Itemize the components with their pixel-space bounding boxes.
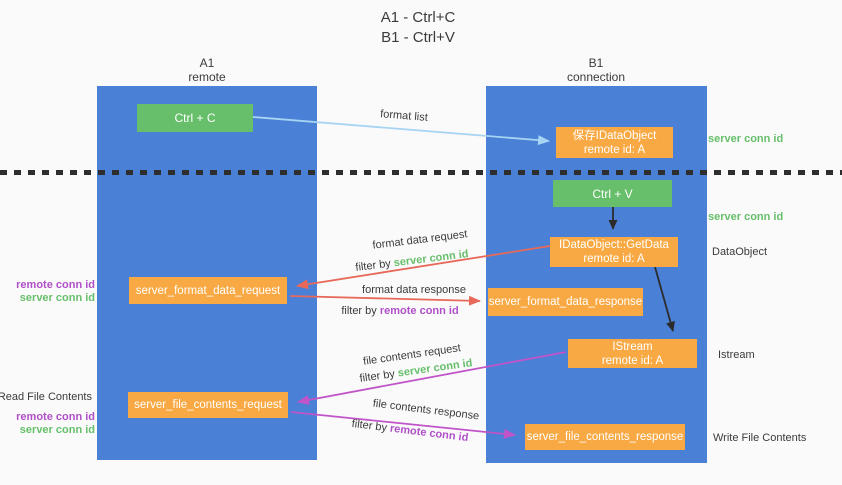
file-contents-response-arrow [290, 411, 516, 439]
server-file-contents-response-label: server_file_contents_response [526, 431, 684, 443]
save-idataobject-line2: remote id: A [583, 143, 646, 156]
getdata-line1: IDataObject::GetData [559, 239, 669, 251]
ctrl-v-node: Ctrl + V [553, 180, 672, 207]
diagram-title: A1 - Ctrl+C B1 - Ctrl+V [328, 8, 508, 48]
lane-header-a1: A1 remote [137, 56, 277, 84]
format-data-response-arrow-label: format data response [362, 284, 466, 296]
title-line-2: B1 - Ctrl+V [381, 29, 455, 46]
title-line-1: A1 - Ctrl+C [380, 9, 456, 26]
ctrl-v-label: Ctrl + V [592, 186, 633, 201]
save-idataobject-node: 保存IDataObject remote id: A [556, 127, 673, 158]
remote-conn-id-label-left-1: remote conn id [16, 279, 95, 291]
istream-side-label: Istream [718, 349, 755, 361]
filter-by-text: filter by [341, 305, 377, 317]
server-format-data-request-label: server_format_data_request [135, 284, 281, 297]
save-idataobject-line1: 保存IDataObject [572, 129, 657, 142]
session-divider-dashed-line [0, 170, 842, 175]
lane-b1-role: connection [566, 70, 626, 84]
server-file-contents-request-node: server_file_contents_request [128, 392, 288, 418]
idataobject-getdata-node: IDataObject::GetData remote id: A [550, 237, 678, 267]
ctrl-c-label: Ctrl + C [174, 111, 216, 125]
server-format-data-response-node: server_format_data_response [488, 288, 643, 316]
getdata-line2: remote id: A [583, 253, 645, 265]
lane-header-b1: B1 connection [526, 56, 666, 84]
istream-line2: remote id: A [601, 354, 664, 367]
ctrl-c-node: Ctrl + C [137, 104, 253, 132]
server-format-data-response-label: server_format_data_response [488, 296, 643, 308]
format-data-response-filter-label: filter by remote conn id [341, 305, 458, 317]
format-data-response-arrow [289, 295, 481, 306]
lane-a1-role: remote [188, 70, 226, 84]
server-conn-id-label-left-1: server conn id [19, 292, 95, 304]
write-file-contents-label: Write File Contents [713, 432, 807, 444]
server-conn-id-label-mid-right: server conn id [708, 211, 784, 223]
format-data-request-arrow [296, 245, 551, 290]
server-conn-id-label-left-2: server conn id [19, 424, 95, 436]
server-format-data-request-node: server_format_data_request [129, 277, 287, 304]
getdata-to-istream-arrow [654, 266, 675, 332]
istream-line1: IStream [612, 340, 653, 353]
read-file-contents-label: Read File Contents [0, 391, 92, 403]
remote-conn-id-label-left-2: remote conn id [16, 411, 95, 423]
dataobject-label: DataObject [712, 246, 768, 258]
lane-b1-id: B1 [588, 56, 604, 70]
server-conn-id-label-top-right: server conn id [708, 133, 784, 145]
istream-node: IStream remote id: A [568, 339, 697, 368]
server-file-contents-request-label: server_file_contents_request [134, 399, 282, 411]
server-file-contents-response-node: server_file_contents_response [525, 424, 685, 450]
lane-a1-id: A1 [199, 56, 215, 70]
format-list-arrow [252, 116, 550, 146]
remote-conn-id-inline: remote conn id [379, 305, 459, 317]
file-contents-request-arrow [297, 351, 567, 405]
